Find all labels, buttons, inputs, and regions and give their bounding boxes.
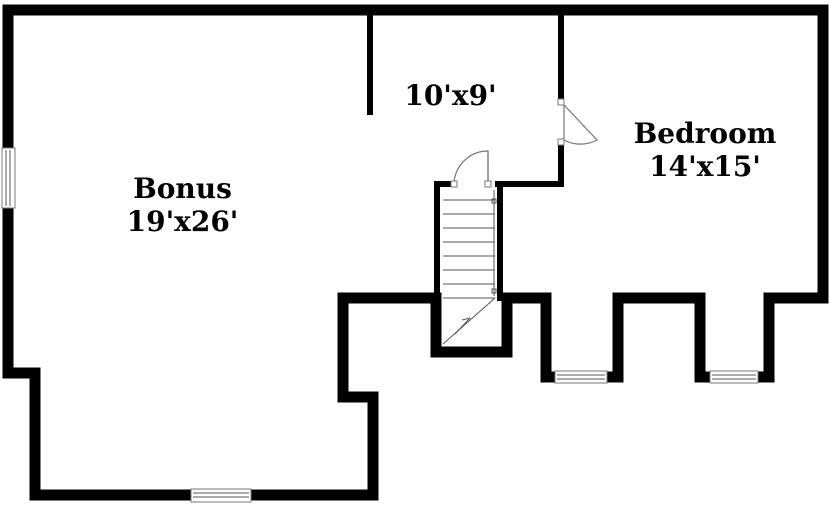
window-icon (554, 370, 608, 384)
stair-door (453, 150, 489, 186)
bonus-room-label: Bonus 19'x26' (100, 172, 265, 238)
window-icon (709, 370, 759, 384)
bonus-room-name: Bonus (133, 172, 232, 205)
hall-room-label: 10'x9' (383, 79, 518, 112)
bedroom-room-label: Bedroom 14'x15' (605, 117, 805, 183)
bedroom-room-size: 14'x15' (649, 150, 761, 183)
windows (1, 147, 759, 503)
interior-walls (367, 7, 564, 301)
window-icon (190, 488, 252, 503)
bedroom-room-name: Bedroom (633, 117, 777, 150)
staircase-icon (442, 190, 497, 345)
exterior-walls (2, 4, 829, 501)
bedroom-door (563, 103, 598, 145)
hall-room-size: 10'x9' (404, 79, 497, 112)
bonus-room-size: 19'x26' (126, 205, 239, 238)
window-icon (1, 147, 16, 209)
outer-wall (2, 4, 829, 501)
door-swing-icon (450, 98, 598, 188)
